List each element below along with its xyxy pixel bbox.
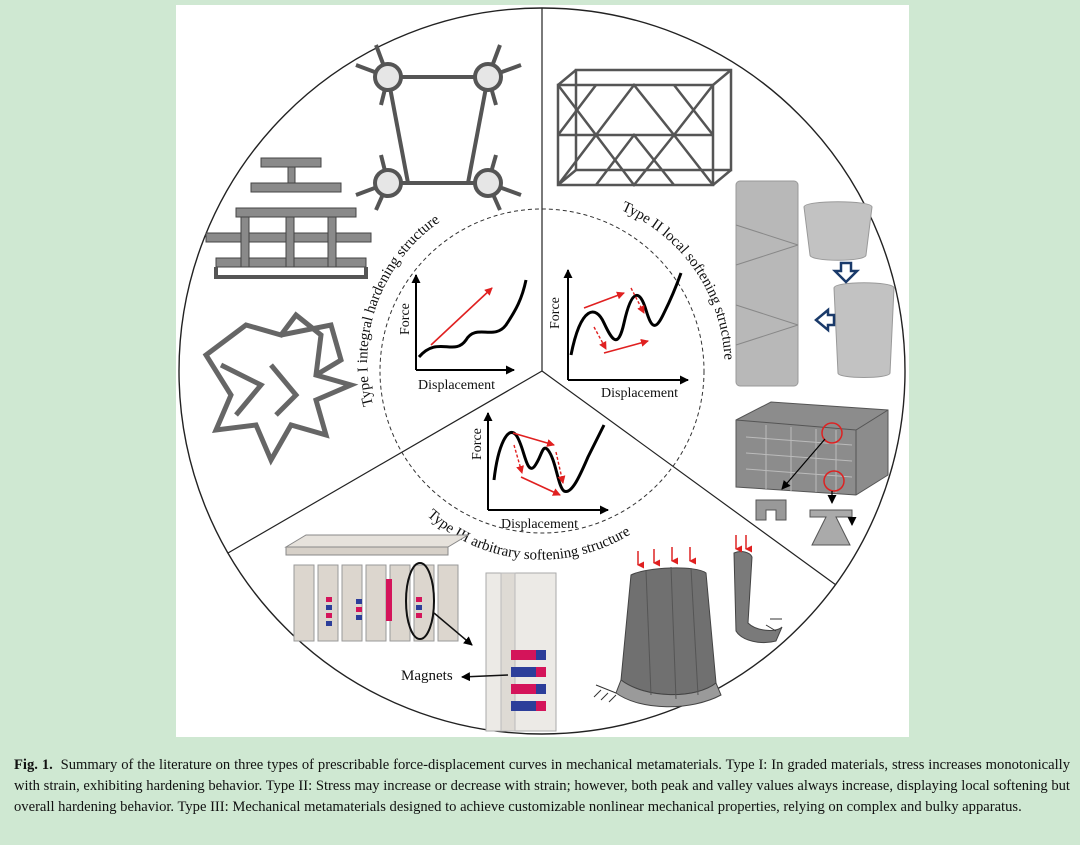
type3-curved-shell-illustration	[594, 547, 721, 707]
type2-displacement-label: Displacement	[601, 386, 678, 401]
type2-short-tube-illustration	[804, 202, 894, 378]
type3-displacement-label: Displacement	[501, 517, 578, 532]
type2-origami-tube-illustration	[736, 181, 798, 386]
type3-curve	[494, 425, 604, 491]
magnets-label: Magnets	[401, 668, 453, 684]
type1-ring-lattice-illustration	[356, 45, 521, 210]
type3-force-label: Force	[470, 428, 485, 460]
type3-thin-shell-illustration	[734, 535, 782, 643]
caption-text: Summary of the literature on three types…	[14, 757, 1070, 815]
type1-force-label: Force	[398, 303, 413, 335]
type1-curve	[419, 280, 526, 357]
type3-magnet-column-zoom-illustration	[462, 573, 556, 731]
type1-plot: Force Displacement	[398, 275, 526, 393]
type1-hierarchical-beam-illustration	[206, 158, 371, 277]
type3-plot: Force Displacement	[470, 413, 608, 532]
figure-caption: Fig. 1. Summary of the literature on thr…	[14, 755, 1070, 818]
type3-magnet-apparatus-illustration	[286, 535, 472, 645]
type2-force-label: Force	[548, 297, 563, 329]
type2-plot: Force Displacement	[548, 270, 688, 401]
type1-star-lattice-illustration	[206, 315, 351, 460]
type1-displacement-label: Displacement	[418, 378, 495, 393]
type2-curve	[571, 273, 681, 355]
figure-panel: Type I integral hardening structure Type…	[176, 5, 909, 737]
figure-label: Fig. 1.	[14, 757, 53, 773]
figure-illustration: Type I integral hardening structure Type…	[176, 5, 909, 737]
type1-trend-arrow	[431, 288, 492, 345]
type2-truss-block-illustration	[558, 70, 731, 185]
type2-cubic-block-illustration	[736, 402, 888, 545]
